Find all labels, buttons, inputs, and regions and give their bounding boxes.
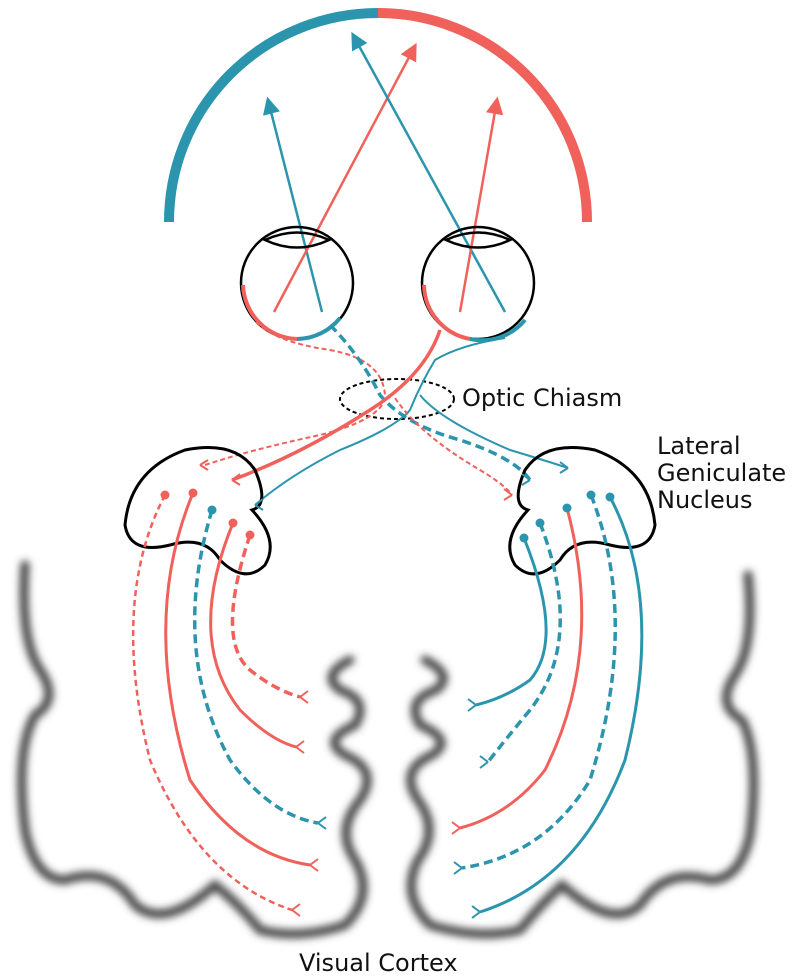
visual-cortex-outline bbox=[22, 565, 754, 934]
left-eye-teal-arrow bbox=[268, 100, 322, 312]
optic-chiasm-label: Optic Chiasm bbox=[462, 385, 622, 412]
lgn-label-line2: Geniculate bbox=[657, 460, 786, 487]
left-eye-red-arrow bbox=[274, 46, 415, 312]
left-eye-retina-red bbox=[243, 285, 297, 339]
lgn-label-line3: Nucleus bbox=[657, 487, 786, 514]
visual-cortex-label: Visual Cortex bbox=[299, 950, 458, 977]
sight-lines bbox=[268, 35, 505, 312]
optic-chiasm-outline bbox=[340, 379, 454, 419]
right-eye-red-arrow bbox=[460, 100, 497, 312]
left-lgn bbox=[125, 448, 270, 574]
lgn-label-line1: Lateral bbox=[657, 433, 786, 460]
right-optic-radiations bbox=[460, 495, 642, 912]
left-optic-radiations bbox=[133, 493, 318, 910]
right-visual-field bbox=[378, 13, 587, 222]
lateral-geniculate-nucleus-label: Lateral Geniculate Nucleus bbox=[657, 433, 786, 514]
right-eye-teal-arrow bbox=[353, 35, 505, 312]
